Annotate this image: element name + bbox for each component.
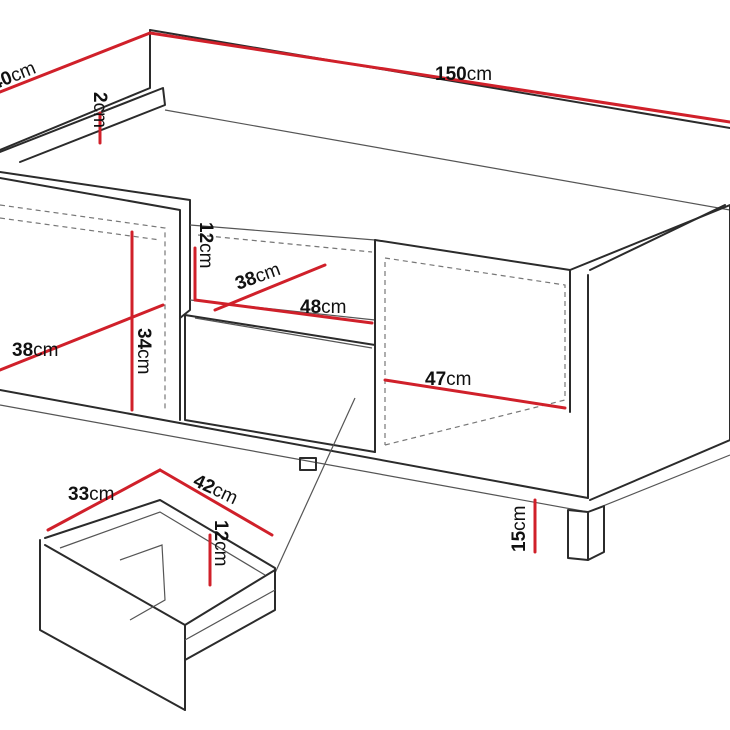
dimension-lines [0, 31, 730, 587]
dim-line-width [148, 31, 730, 124]
label-niche-width: 48cm [300, 297, 346, 318]
label-leg-height: 15cm [509, 506, 530, 552]
label-width: 150cm [435, 64, 492, 85]
coffee-table-outline [0, 29, 730, 574]
label-niche-depth: 38cm [233, 259, 284, 295]
label-left-height: 34cm [133, 328, 154, 374]
label-depth: 40cm [0, 58, 39, 95]
label-right-width: 47cm [425, 369, 471, 390]
dim-line-niche-depth [213, 263, 327, 312]
dim-line-drawer-width [158, 468, 274, 537]
label-left-depth: 38cm [12, 340, 58, 361]
label-top-thickness: 2cm [89, 92, 110, 128]
dim-line-depth [0, 31, 152, 94]
label-drawer-depth: 33cm [68, 484, 114, 505]
drawer-detail [39, 499, 276, 711]
dim-line-niche-width [193, 298, 374, 325]
label-niche-height: 12cm [195, 222, 216, 268]
dim-line-right-width [383, 378, 567, 410]
dim-line-left-depth [0, 303, 165, 372]
dim-line-drawer-depth [46, 468, 162, 532]
label-drawer-height: 12cm [210, 520, 231, 566]
dimension-labels: 40cm 150cm 2cm 12cm 38cm 48cm 38cm 34cm … [0, 58, 530, 567]
